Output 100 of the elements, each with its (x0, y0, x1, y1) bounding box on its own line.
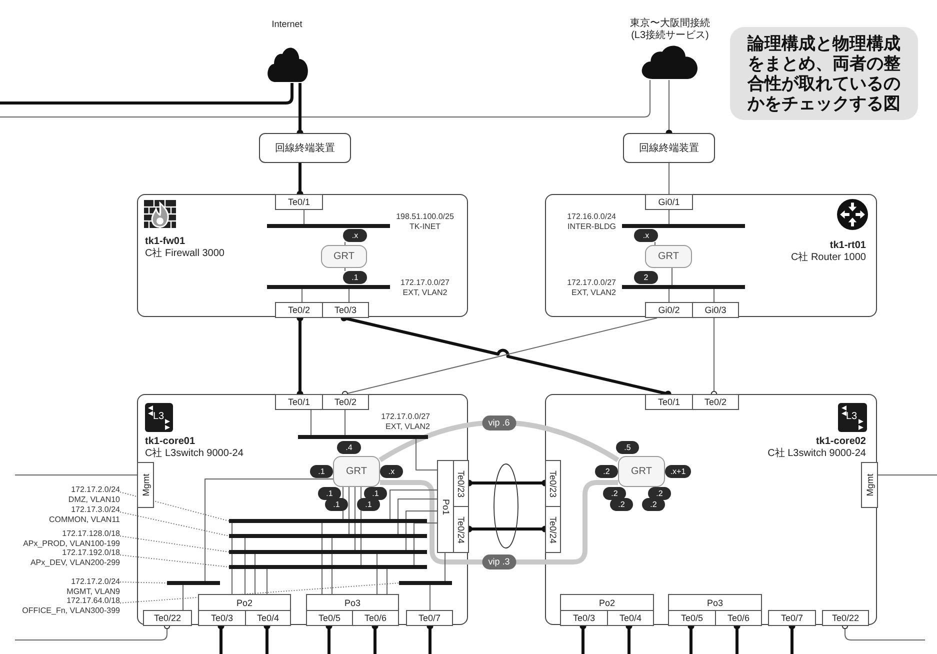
port-box (453, 460, 469, 507)
port-label: Gi0/2 (658, 305, 680, 315)
connector-line (266, 568, 268, 594)
port-label: Te0/5 (680, 613, 704, 623)
port-label: Te0/23 (548, 470, 558, 498)
port-box (137, 462, 154, 508)
port-box (692, 302, 739, 318)
port-label: Te0/4 (619, 613, 642, 623)
port-label: Te0/3 (572, 613, 596, 623)
device-panel (137, 394, 468, 625)
subnet-label: 172.17.0.0/27 EXT, VLAN2 (381, 412, 430, 431)
address-pill (595, 465, 618, 478)
port-label: Te0/6 (727, 613, 750, 623)
address-label: .1 (326, 489, 333, 498)
cable-line (0, 83, 294, 104)
leader-line (120, 582, 168, 584)
icon-label: L3 (153, 412, 164, 422)
routing-label: GRT (334, 251, 354, 262)
connector-line (310, 410, 312, 436)
port-label: Te0/22 (154, 613, 182, 623)
address-pill (648, 487, 671, 500)
device-name: tk1-core01 (145, 436, 196, 448)
address-label: .1 (333, 500, 340, 509)
curved-line (380, 480, 618, 564)
cloud-label: 東京〜大阪間接続(L3接続サービス) (629, 18, 711, 42)
address-pill (380, 465, 403, 478)
port-box (198, 610, 246, 626)
port-label: Te0/7 (418, 613, 441, 623)
subnet-label: 172.17.192.0/18 APx_DEV, VLAN200-299 (30, 548, 120, 567)
connector-line (654, 242, 656, 246)
subnet-label: 172.17.128.0/18 APx_PROD, VLAN100-199 (23, 529, 120, 548)
address-label: .1 (365, 500, 372, 509)
port-channel-box (198, 594, 291, 611)
connector-line (344, 410, 346, 436)
connector-line (342, 486, 344, 520)
port-label: Te0/6 (364, 613, 387, 623)
port-box (453, 506, 469, 553)
bus-bar (622, 285, 745, 289)
connector-line (0, 80, 650, 118)
port-box (545, 506, 561, 553)
address-pill (665, 465, 691, 478)
port-label: Po1 (440, 498, 450, 514)
port-label: Mgmt (140, 474, 150, 496)
address-pill (610, 498, 633, 511)
device-panel (137, 194, 468, 317)
connector-line (244, 538, 246, 594)
connector-line (386, 568, 388, 594)
bus-bar (267, 285, 390, 289)
port-box (143, 610, 192, 626)
leader-line (120, 492, 230, 522)
leader-line (120, 554, 230, 568)
connector-line (398, 498, 438, 534)
address-label: .x (642, 231, 650, 240)
subnet-label: 172.17.2.0/24 MGMT, VLAN9 (66, 577, 120, 596)
routing-table-box (333, 456, 380, 487)
port-channel-box (668, 594, 762, 611)
routing-label: GRT (631, 466, 652, 477)
port-label: Te0/24 (548, 516, 558, 544)
port-label: Te0/1 (288, 397, 310, 407)
routing-label: GRT (658, 251, 679, 262)
connector-line (254, 554, 256, 594)
address-pill (357, 498, 380, 511)
connector-line (390, 490, 438, 520)
bus-bar (229, 565, 427, 569)
note-panel (730, 27, 918, 120)
address-pill (616, 441, 639, 454)
port-label: Po2 (236, 598, 252, 608)
terminal-box (259, 133, 351, 163)
address-pill (343, 271, 367, 284)
device-name: tk1-fw01 (145, 236, 186, 248)
leader-line (120, 536, 230, 552)
terminal-label: 回線終端装置 (639, 142, 699, 155)
connector-line (344, 242, 346, 246)
port-channel-box (437, 460, 454, 553)
address-pill (337, 441, 361, 454)
leader-line (120, 512, 230, 536)
address-label: .x+1 (670, 467, 686, 476)
port-box (607, 610, 654, 626)
connector-line (416, 438, 438, 470)
port-box (560, 610, 608, 626)
port-label: Te0/2 (704, 397, 727, 407)
address-label: .4 (346, 443, 352, 452)
device-model: C社 Firewall 3000 (145, 248, 224, 260)
port-label: Te0/22 (832, 613, 860, 623)
address-pill (603, 487, 626, 500)
port-label: Gi0/1 (658, 197, 680, 207)
connector-line (406, 510, 438, 550)
device-panel (545, 194, 877, 317)
port-box (322, 302, 369, 318)
address-label: .2 (650, 500, 657, 509)
device-name: tk1-rt01 (830, 240, 866, 252)
address-label: .2 (618, 500, 625, 509)
port-label: Te0/23 (456, 470, 466, 498)
address-label: .x (352, 231, 358, 240)
port-label: Te0/4 (256, 613, 280, 623)
port-box (692, 394, 739, 410)
port-box (668, 610, 716, 626)
bus-bar (298, 435, 428, 439)
port-box (275, 302, 323, 318)
note-text: 論理構成と物理構成をまとめ、両者の整合性が取れているのかをチェックする図 (746, 34, 902, 114)
